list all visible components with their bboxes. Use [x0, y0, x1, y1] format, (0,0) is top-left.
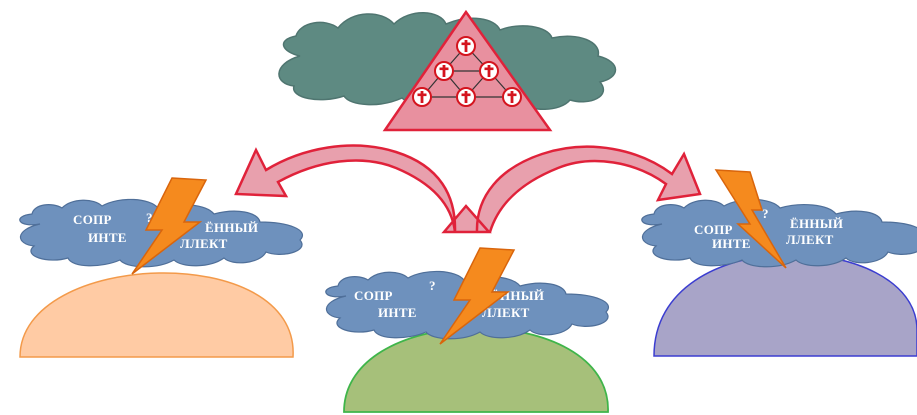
cloud-left-line1-part2: ЁННЫЙ [205, 220, 258, 235]
cross-in-circle-icon [456, 36, 476, 56]
cloud-left-line1-part1: СОПР [73, 212, 112, 227]
cross-in-circle-icon [456, 87, 476, 107]
left-group: СОПР ЁННЫЙ ИНТЕ ЛЛЕКТ ? [19, 177, 303, 358]
center-group: СОПР ЁННЫЙ ИНТЕ ЛЛЕКТ ? [325, 247, 609, 413]
trinity-triangle [382, 9, 553, 132]
lightning-bolt-icon [131, 177, 208, 275]
cloud-center-line1-part1: СОПР [354, 288, 393, 303]
left-dome [19, 272, 294, 358]
cross-in-circle-icon [412, 87, 432, 107]
cross-in-circle-icon [434, 61, 454, 81]
cloud-center-line2-part1: ИНТЕ [378, 305, 417, 320]
cloud-right-line1-part2: ЁННЫЙ [790, 216, 843, 231]
lightning-bolt-icon [439, 247, 516, 345]
center-dome [343, 327, 609, 413]
cloud-right-line2-part2: ЛЛЕКТ [786, 232, 834, 247]
cloud-left-line2-part2: ЛЛЕКТ [180, 236, 228, 251]
cloud-left-mark: ? [146, 210, 153, 225]
cross-in-circle-icon [479, 61, 499, 81]
lightning-bolt-icon [714, 169, 787, 269]
right-group: СОПР ЁННЫЙ ИНТЕ ЛЛЕКТ ? [641, 169, 917, 357]
cloud-right-line1-part1: СОПР [694, 222, 733, 237]
right-cloud: СОПР ЁННЫЙ ИНТЕ ЛЛЕКТ ? [641, 198, 917, 268]
cloud-left-line2-part1: ИНТЕ [88, 230, 127, 245]
right-dome [653, 253, 917, 357]
cloud-right-mark: ? [762, 206, 769, 221]
cloud-right-line2-part1: ИНТЕ [712, 236, 751, 251]
three-way-arrow [234, 144, 702, 234]
cloud-center-mark: ? [429, 278, 436, 293]
cross-in-circle-icon [502, 87, 522, 107]
cross-in-circle-icons [412, 36, 522, 107]
cloud-center-line2-part2: ЛЛЕКТ [482, 305, 530, 320]
